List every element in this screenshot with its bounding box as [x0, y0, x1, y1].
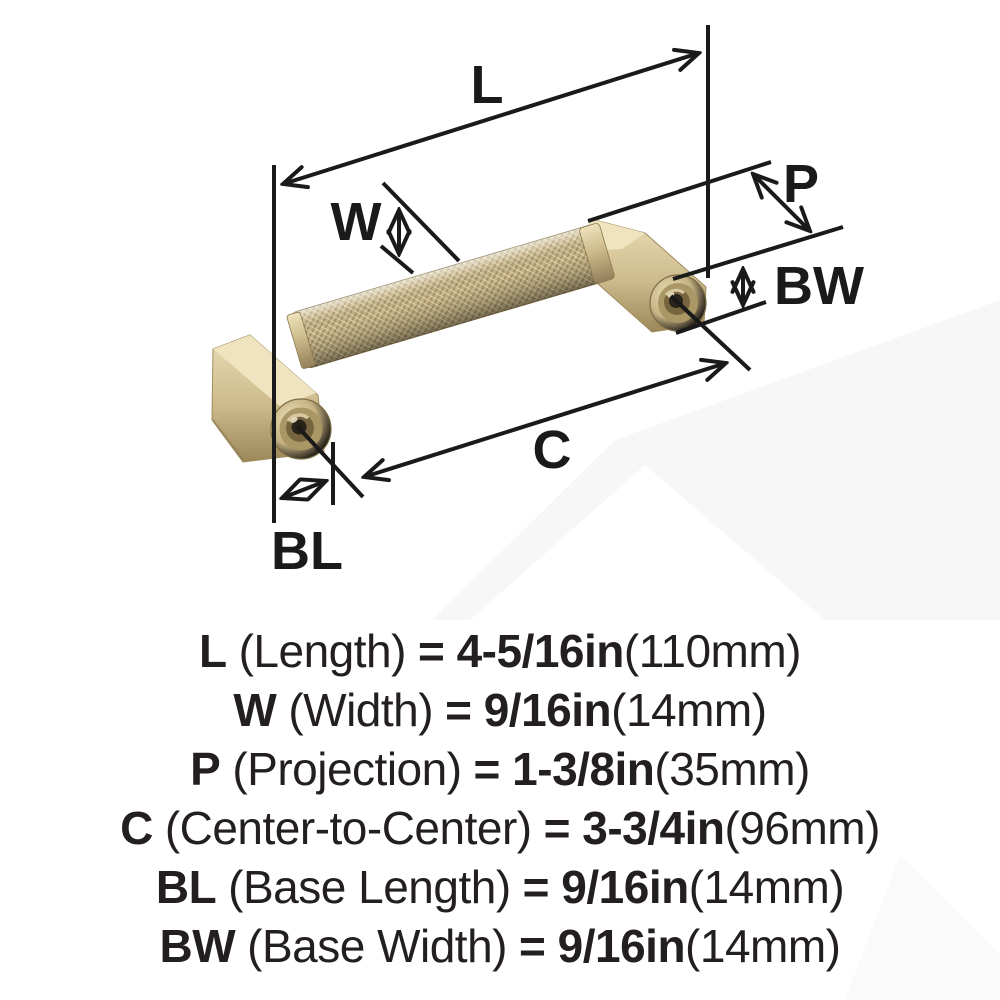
spec-value: = 9/16in: [522, 861, 690, 913]
spec-metric: (35mm): [654, 743, 810, 795]
dimension-lines: [272, 25, 844, 523]
spec-code: L: [198, 625, 227, 677]
spec-metric: (14mm): [688, 861, 845, 913]
screw-leader-line-left: [295, 424, 365, 499]
p-gauge-line-lower: [672, 225, 844, 281]
p-gauge-line-upper: [587, 160, 772, 223]
spec-description: (Projection): [232, 743, 462, 795]
spec-code: BL: [155, 861, 217, 913]
dim-label-c: C: [533, 420, 572, 480]
spec-code: C: [120, 802, 153, 854]
p-dimension-arrow: [753, 174, 810, 231]
spec-line-length: L(Length)= 4-5/16in(110mm): [0, 622, 1000, 681]
spec-line-projection: P(Projection)= 1-3/8in(35mm): [0, 740, 1000, 799]
spec-description: (Width): [288, 684, 434, 736]
cabinet-pull-illustration: [211, 218, 707, 463]
dim-label-p: P: [783, 154, 819, 214]
spec-line-base-length: BL(Base Length)= 9/16in(14mm): [0, 858, 1000, 917]
spec-metric: (110mm): [623, 625, 802, 677]
spec-line-width: W(Width)= 9/16in(14mm): [0, 681, 1000, 740]
dimension-labels: L W P BW C BL: [271, 55, 864, 581]
spec-code: P: [190, 743, 221, 795]
spec-value: = 9/16in: [445, 684, 612, 736]
spec-metric: (96mm): [724, 802, 880, 854]
w-gauge-line-lower: [379, 244, 415, 275]
spec-list: L(Length)= 4-5/16in(110mm) W(Width)= 9/1…: [0, 622, 1000, 976]
dim-label-bl: BL: [271, 521, 343, 581]
pull-knurled-bar: [286, 223, 615, 369]
bl-dimension-arrow: [282, 481, 326, 498]
spec-metric: (14mm): [685, 920, 841, 972]
spec-description: (Length): [238, 625, 407, 677]
spec-code: W: [233, 684, 277, 736]
spec-metric: (14mm): [611, 684, 767, 736]
spec-description: (Center-to-Center): [164, 802, 532, 854]
dim-label-bw: BW: [774, 256, 864, 316]
spec-value: = 4-5/16in: [417, 625, 624, 677]
spec-description: (Base Width): [247, 920, 507, 972]
spec-value: = 1-3/8in: [473, 743, 655, 795]
spec-value: = 3-3/4in: [543, 802, 725, 854]
screw-leader-line-right: [669, 294, 752, 372]
spec-line-center-to-center: C(Center-to-Center)= 3-3/4in(96mm): [0, 799, 1000, 858]
spec-value: = 9/16in: [518, 920, 686, 972]
dim-label-l: L: [471, 55, 504, 115]
spec-code: BW: [159, 920, 236, 972]
spec-line-base-width: BW(Base Width)= 9/16in(14mm): [0, 917, 1000, 976]
dim-label-w: W: [331, 192, 382, 252]
c-dimension-arrow: [364, 363, 726, 477]
w-gauge-line-upper: [381, 181, 461, 263]
l-dimension-arrow: [283, 53, 699, 184]
spec-description: (Base Length): [228, 861, 511, 913]
